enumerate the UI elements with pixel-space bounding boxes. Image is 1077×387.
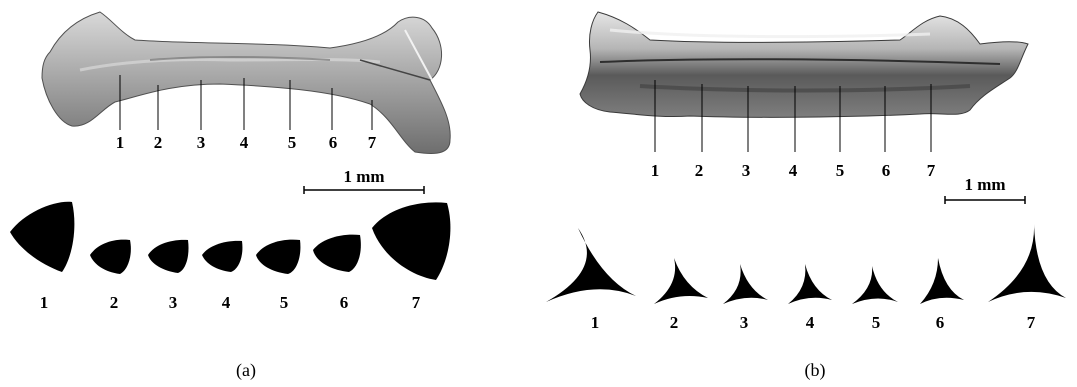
panel-b: 1 2 3 4 5 6 7 1 mm 1 2 3 4 5 6 7 (b) xyxy=(540,0,1077,387)
bone-section-label: 4 xyxy=(789,162,798,179)
bone-section-label: 7 xyxy=(368,134,377,151)
cross-sections-a xyxy=(10,202,450,280)
bone-section-label: 1 xyxy=(651,162,660,179)
cross-section-b-4 xyxy=(788,264,832,304)
bone-section-label: 7 xyxy=(927,162,936,179)
panel-a-graphics xyxy=(0,0,540,387)
cross-sections-b xyxy=(546,224,1066,304)
panel-a: 1 2 3 4 5 6 7 1 mm 1 2 3 4 5 6 7 (a) xyxy=(0,0,540,387)
bone-section-label: 2 xyxy=(154,134,163,151)
bone-section-label: 1 xyxy=(116,134,125,151)
cross-section-a-6 xyxy=(313,235,361,272)
cross-section-label: 7 xyxy=(1027,314,1036,331)
panel-caption: (b) xyxy=(805,360,826,380)
cross-section-label: 3 xyxy=(169,294,178,311)
cross-section-label: 1 xyxy=(591,314,600,331)
scale-bar-a xyxy=(304,186,424,194)
scale-bar-label: 1 mm xyxy=(343,168,384,185)
cross-section-label: 4 xyxy=(806,314,815,331)
cross-section-b-6 xyxy=(920,258,964,304)
bone-section-label: 3 xyxy=(197,134,206,151)
cross-section-a-1 xyxy=(10,202,74,272)
bone-section-label: 2 xyxy=(695,162,704,179)
cross-section-label: 7 xyxy=(412,294,421,311)
cross-section-label: 2 xyxy=(110,294,119,311)
cross-section-label: 6 xyxy=(340,294,349,311)
panel-caption: (a) xyxy=(236,360,256,380)
cross-section-a-7 xyxy=(372,202,450,280)
bone-section-label: 4 xyxy=(240,134,249,151)
cross-section-label: 5 xyxy=(872,314,881,331)
cross-section-b-2 xyxy=(654,258,708,304)
bone-section-label: 5 xyxy=(288,134,297,151)
cross-section-a-4 xyxy=(202,241,242,272)
cross-section-a-2 xyxy=(90,240,131,274)
cross-section-b-7 xyxy=(988,224,1066,302)
cross-section-label: 2 xyxy=(670,314,679,331)
bone-render-b xyxy=(580,12,1028,117)
cross-section-b-5 xyxy=(852,266,898,304)
bone-section-label: 5 xyxy=(836,162,845,179)
cross-section-a-3 xyxy=(148,240,189,273)
bone-section-label: 3 xyxy=(742,162,751,179)
scale-bar-b xyxy=(945,196,1025,204)
cross-section-label: 3 xyxy=(740,314,749,331)
cross-section-label: 6 xyxy=(936,314,945,331)
cross-section-label: 4 xyxy=(222,294,231,311)
scale-bar-label: 1 mm xyxy=(964,176,1005,193)
cross-section-a-5 xyxy=(256,240,300,274)
bone-section-label: 6 xyxy=(882,162,891,179)
cross-section-b-3 xyxy=(723,264,768,304)
cross-section-label: 1 xyxy=(40,294,49,311)
bone-section-label: 6 xyxy=(329,134,338,151)
cross-section-label: 5 xyxy=(280,294,289,311)
cross-section-b-1 xyxy=(546,228,636,302)
